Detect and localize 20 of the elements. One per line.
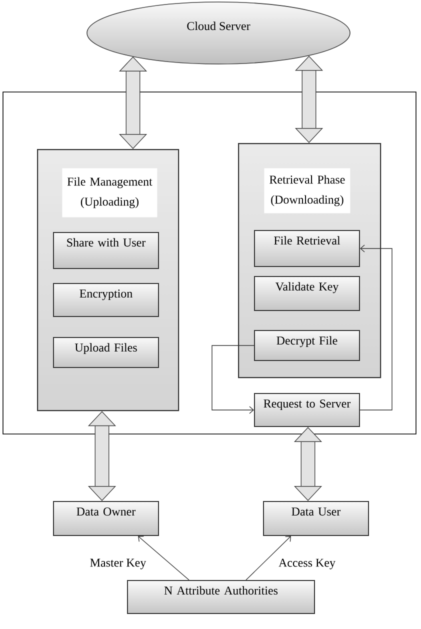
arrow: [360, 244, 392, 410]
edge-label: Access Key: [278, 558, 336, 570]
process-box: Data User: [263, 501, 369, 536]
double-arrow: [88, 411, 116, 501]
arrow: [212, 345, 254, 414]
process-box: N Attribute Authorities: [127, 580, 315, 614]
arrow: [246, 536, 291, 580]
process-box: Decrypt File: [254, 330, 360, 361]
edge-label: Master Key: [88, 558, 148, 570]
process-box: Share with User: [53, 232, 159, 269]
arrow: [138, 536, 190, 580]
process-box: Request to Server: [254, 393, 360, 427]
frame-box: [2, 92, 416, 434]
double-arrow: [294, 56, 324, 143]
process-box: Data Owner: [53, 501, 159, 536]
double-arrow: [294, 427, 322, 501]
process-box: Validate Key: [254, 276, 360, 311]
process-box: Upload Files: [53, 337, 159, 368]
process-box: File Retrieval: [254, 230, 360, 267]
process-box: Encryption: [53, 283, 159, 317]
